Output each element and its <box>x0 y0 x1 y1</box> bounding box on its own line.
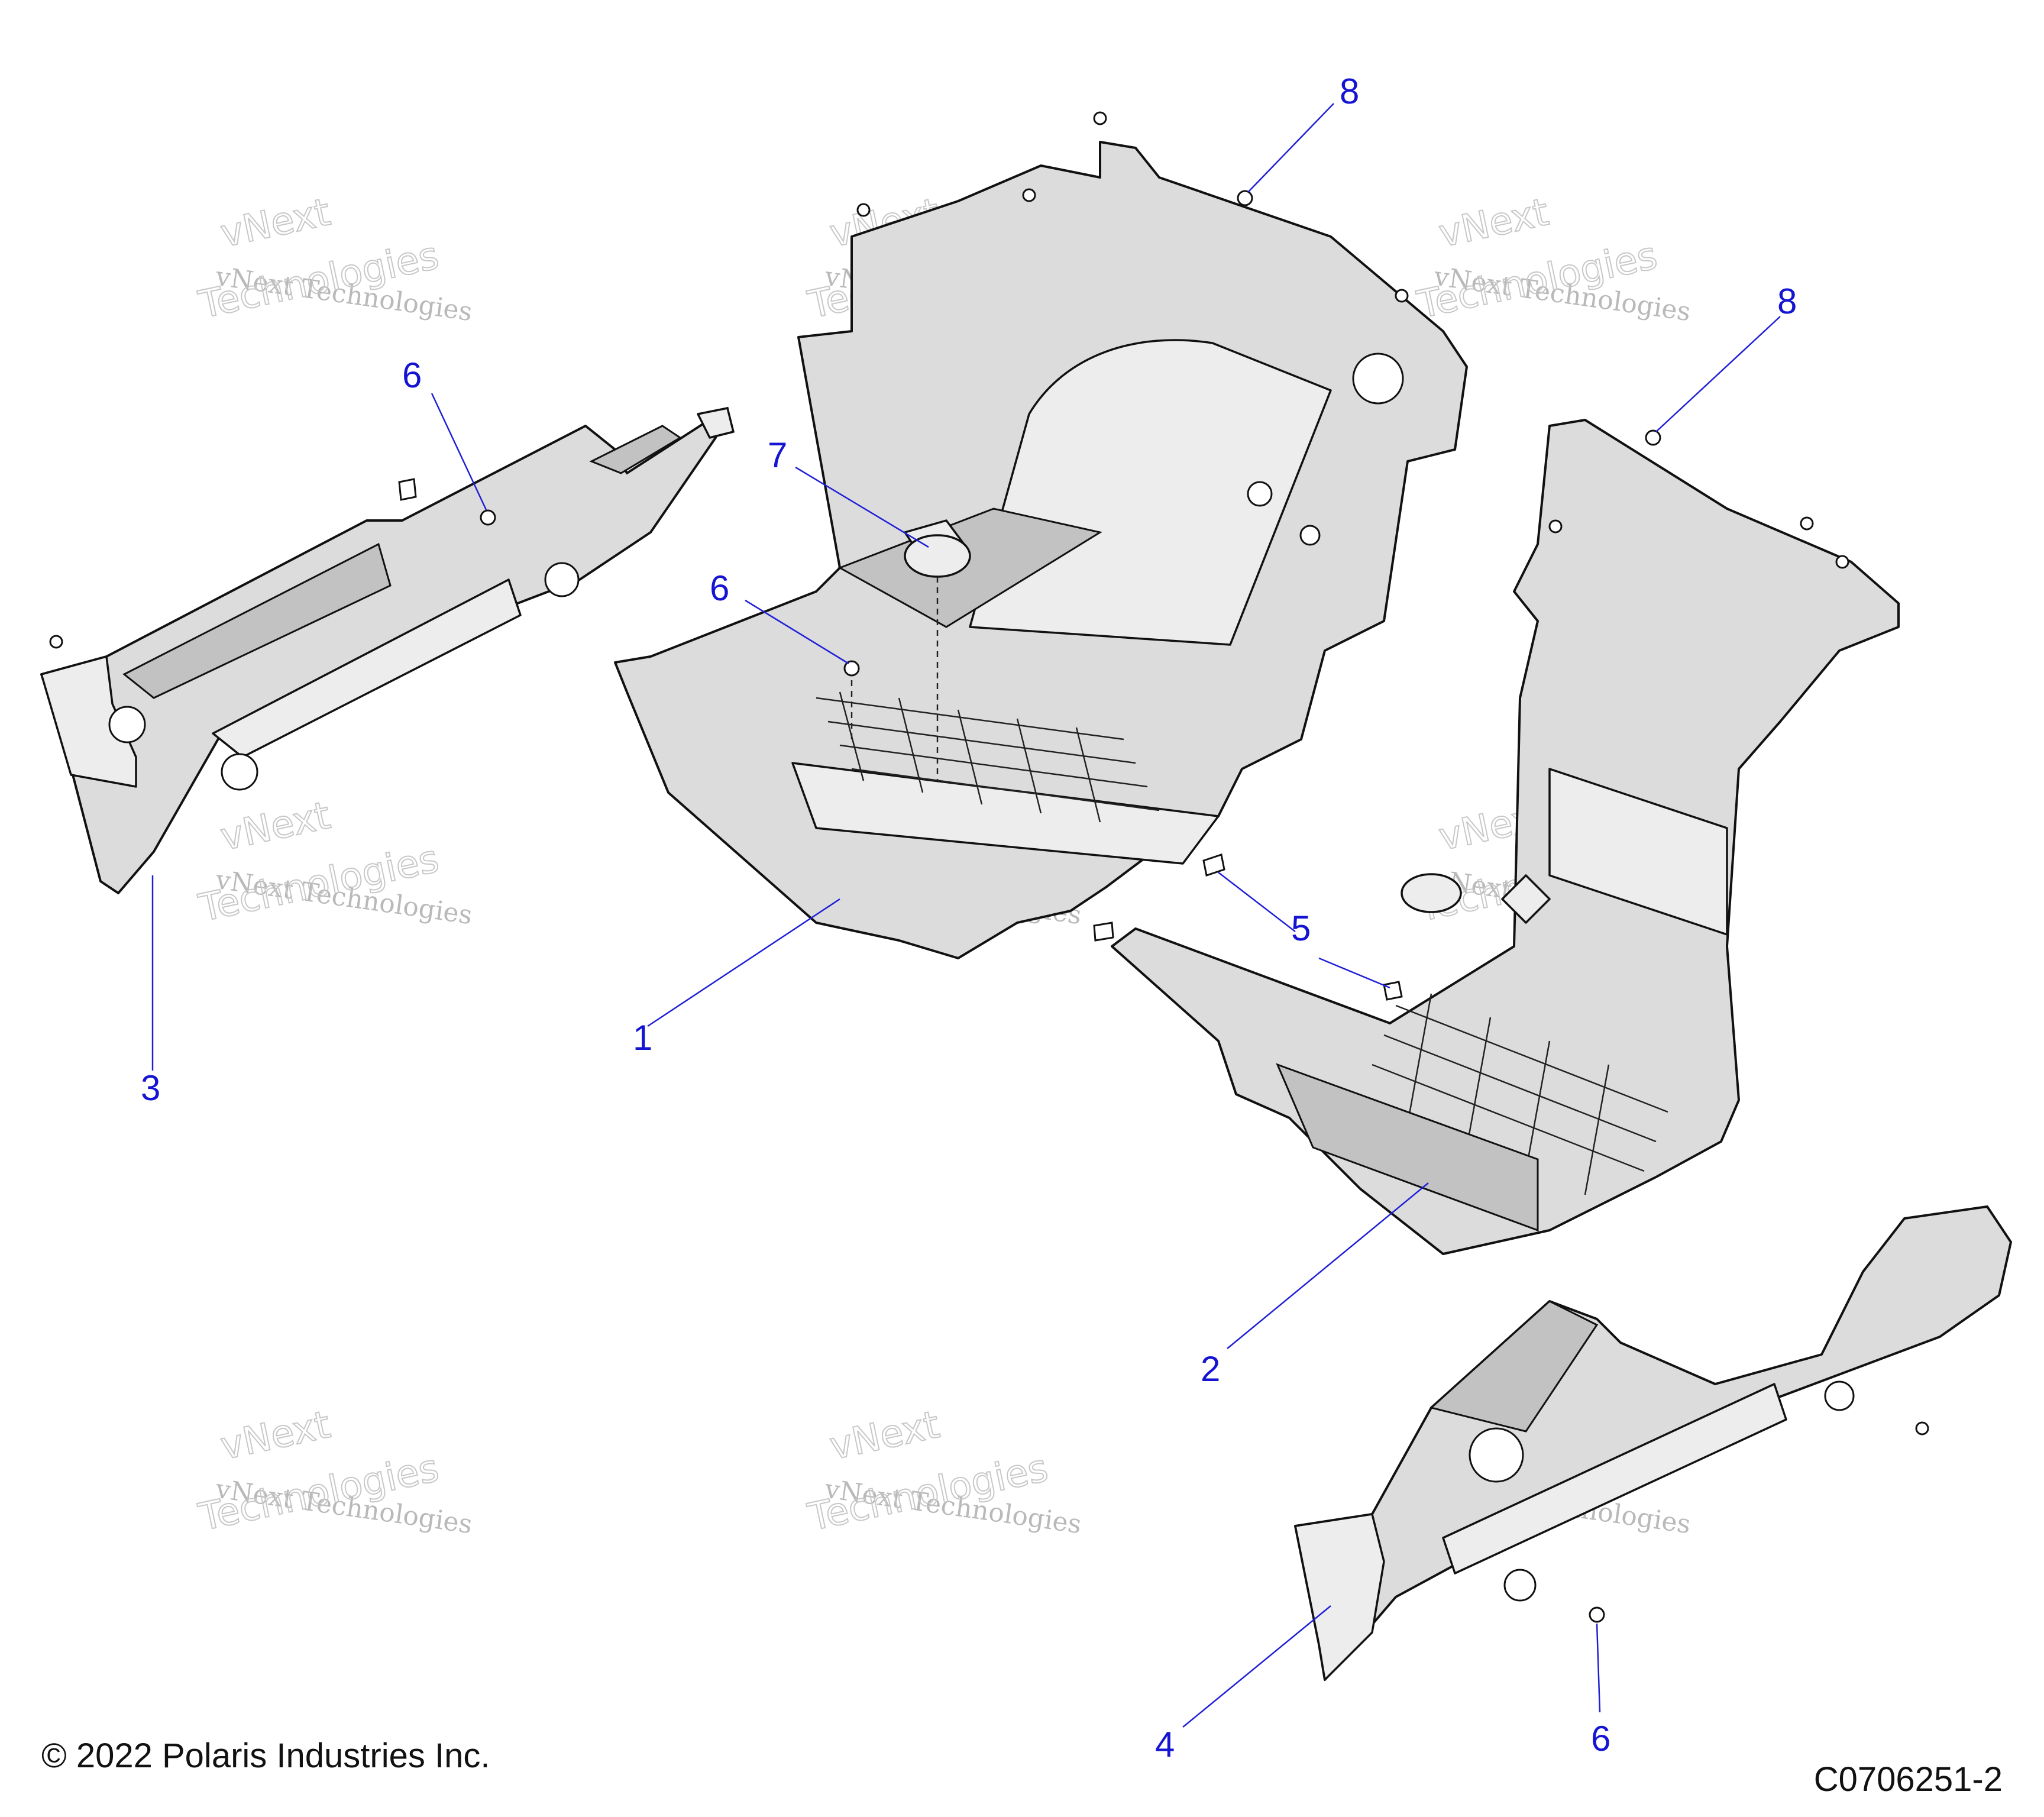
callout-7: 7 <box>768 435 787 475</box>
callout-6-footwell: 6 <box>710 568 729 608</box>
watermark: vNext vNext Technologies Technologies <box>195 793 474 932</box>
svg-text:vNext: vNext <box>217 794 334 859</box>
callouts: 1 2 3 4 5 6 6 6 7 8 8 <box>141 72 1797 1764</box>
callout-3: 3 <box>141 1068 160 1108</box>
watermark: vNext vNext Technologies Technologies <box>195 190 474 328</box>
callout-4: 4 <box>1155 1725 1175 1764</box>
callout-5: 5 <box>1291 908 1311 948</box>
callout-2: 2 <box>1201 1349 1220 1389</box>
part-7-plate <box>850 534 1462 913</box>
leader-6c <box>1596 1623 1601 1713</box>
leader-8b <box>1655 316 1781 432</box>
callout-6-right-panel: 6 <box>1591 1719 1610 1758</box>
callout-1: 1 <box>633 1018 652 1058</box>
part-4-rocker-panel-right <box>1294 1205 2012 1681</box>
watermark: vNext vNext Technologies Technologies <box>804 1402 1084 1541</box>
fasteners <box>49 111 1929 1623</box>
svg-text:vNext: vNext <box>826 1403 943 1469</box>
watermark: vNext vNext Technologies Technologies <box>1413 190 1693 328</box>
callout-8-top: 8 <box>1340 72 1359 111</box>
leader-2 <box>1227 1182 1429 1349</box>
svg-text:vNext: vNext <box>1435 190 1553 256</box>
fastener-8 <box>856 111 1849 569</box>
part-2-footwell-right <box>1111 419 1900 1255</box>
watermark: vNext vNext Technologies Technologies <box>195 1402 474 1541</box>
callout-6-left-panel: 6 <box>402 355 422 395</box>
part-3-rocker-panel-left <box>40 407 735 894</box>
fastener-5 <box>1093 853 1403 1001</box>
fastener-6 <box>49 478 1929 1623</box>
leader-8a <box>1247 103 1334 193</box>
callout-8-right: 8 <box>1777 282 1797 321</box>
svg-text:vNext: vNext <box>217 1403 334 1469</box>
svg-text:vNext: vNext <box>217 190 334 256</box>
floor-mesh <box>1372 993 1668 1195</box>
leader-4 <box>1182 1605 1331 1728</box>
part-1-footwell-left <box>614 141 1468 959</box>
leader-lines <box>151 103 1781 1728</box>
leader-6b <box>745 599 849 665</box>
leader-1 <box>647 898 840 1027</box>
leader-5 <box>1218 872 1296 932</box>
figure-code: C0706251-2 <box>1813 1760 2003 1799</box>
leader-6a <box>431 393 487 510</box>
leader-7 <box>795 466 929 548</box>
leader-5b <box>1318 957 1390 989</box>
copyright-notice: © 2022 Polaris Industries Inc. <box>41 1737 490 1775</box>
